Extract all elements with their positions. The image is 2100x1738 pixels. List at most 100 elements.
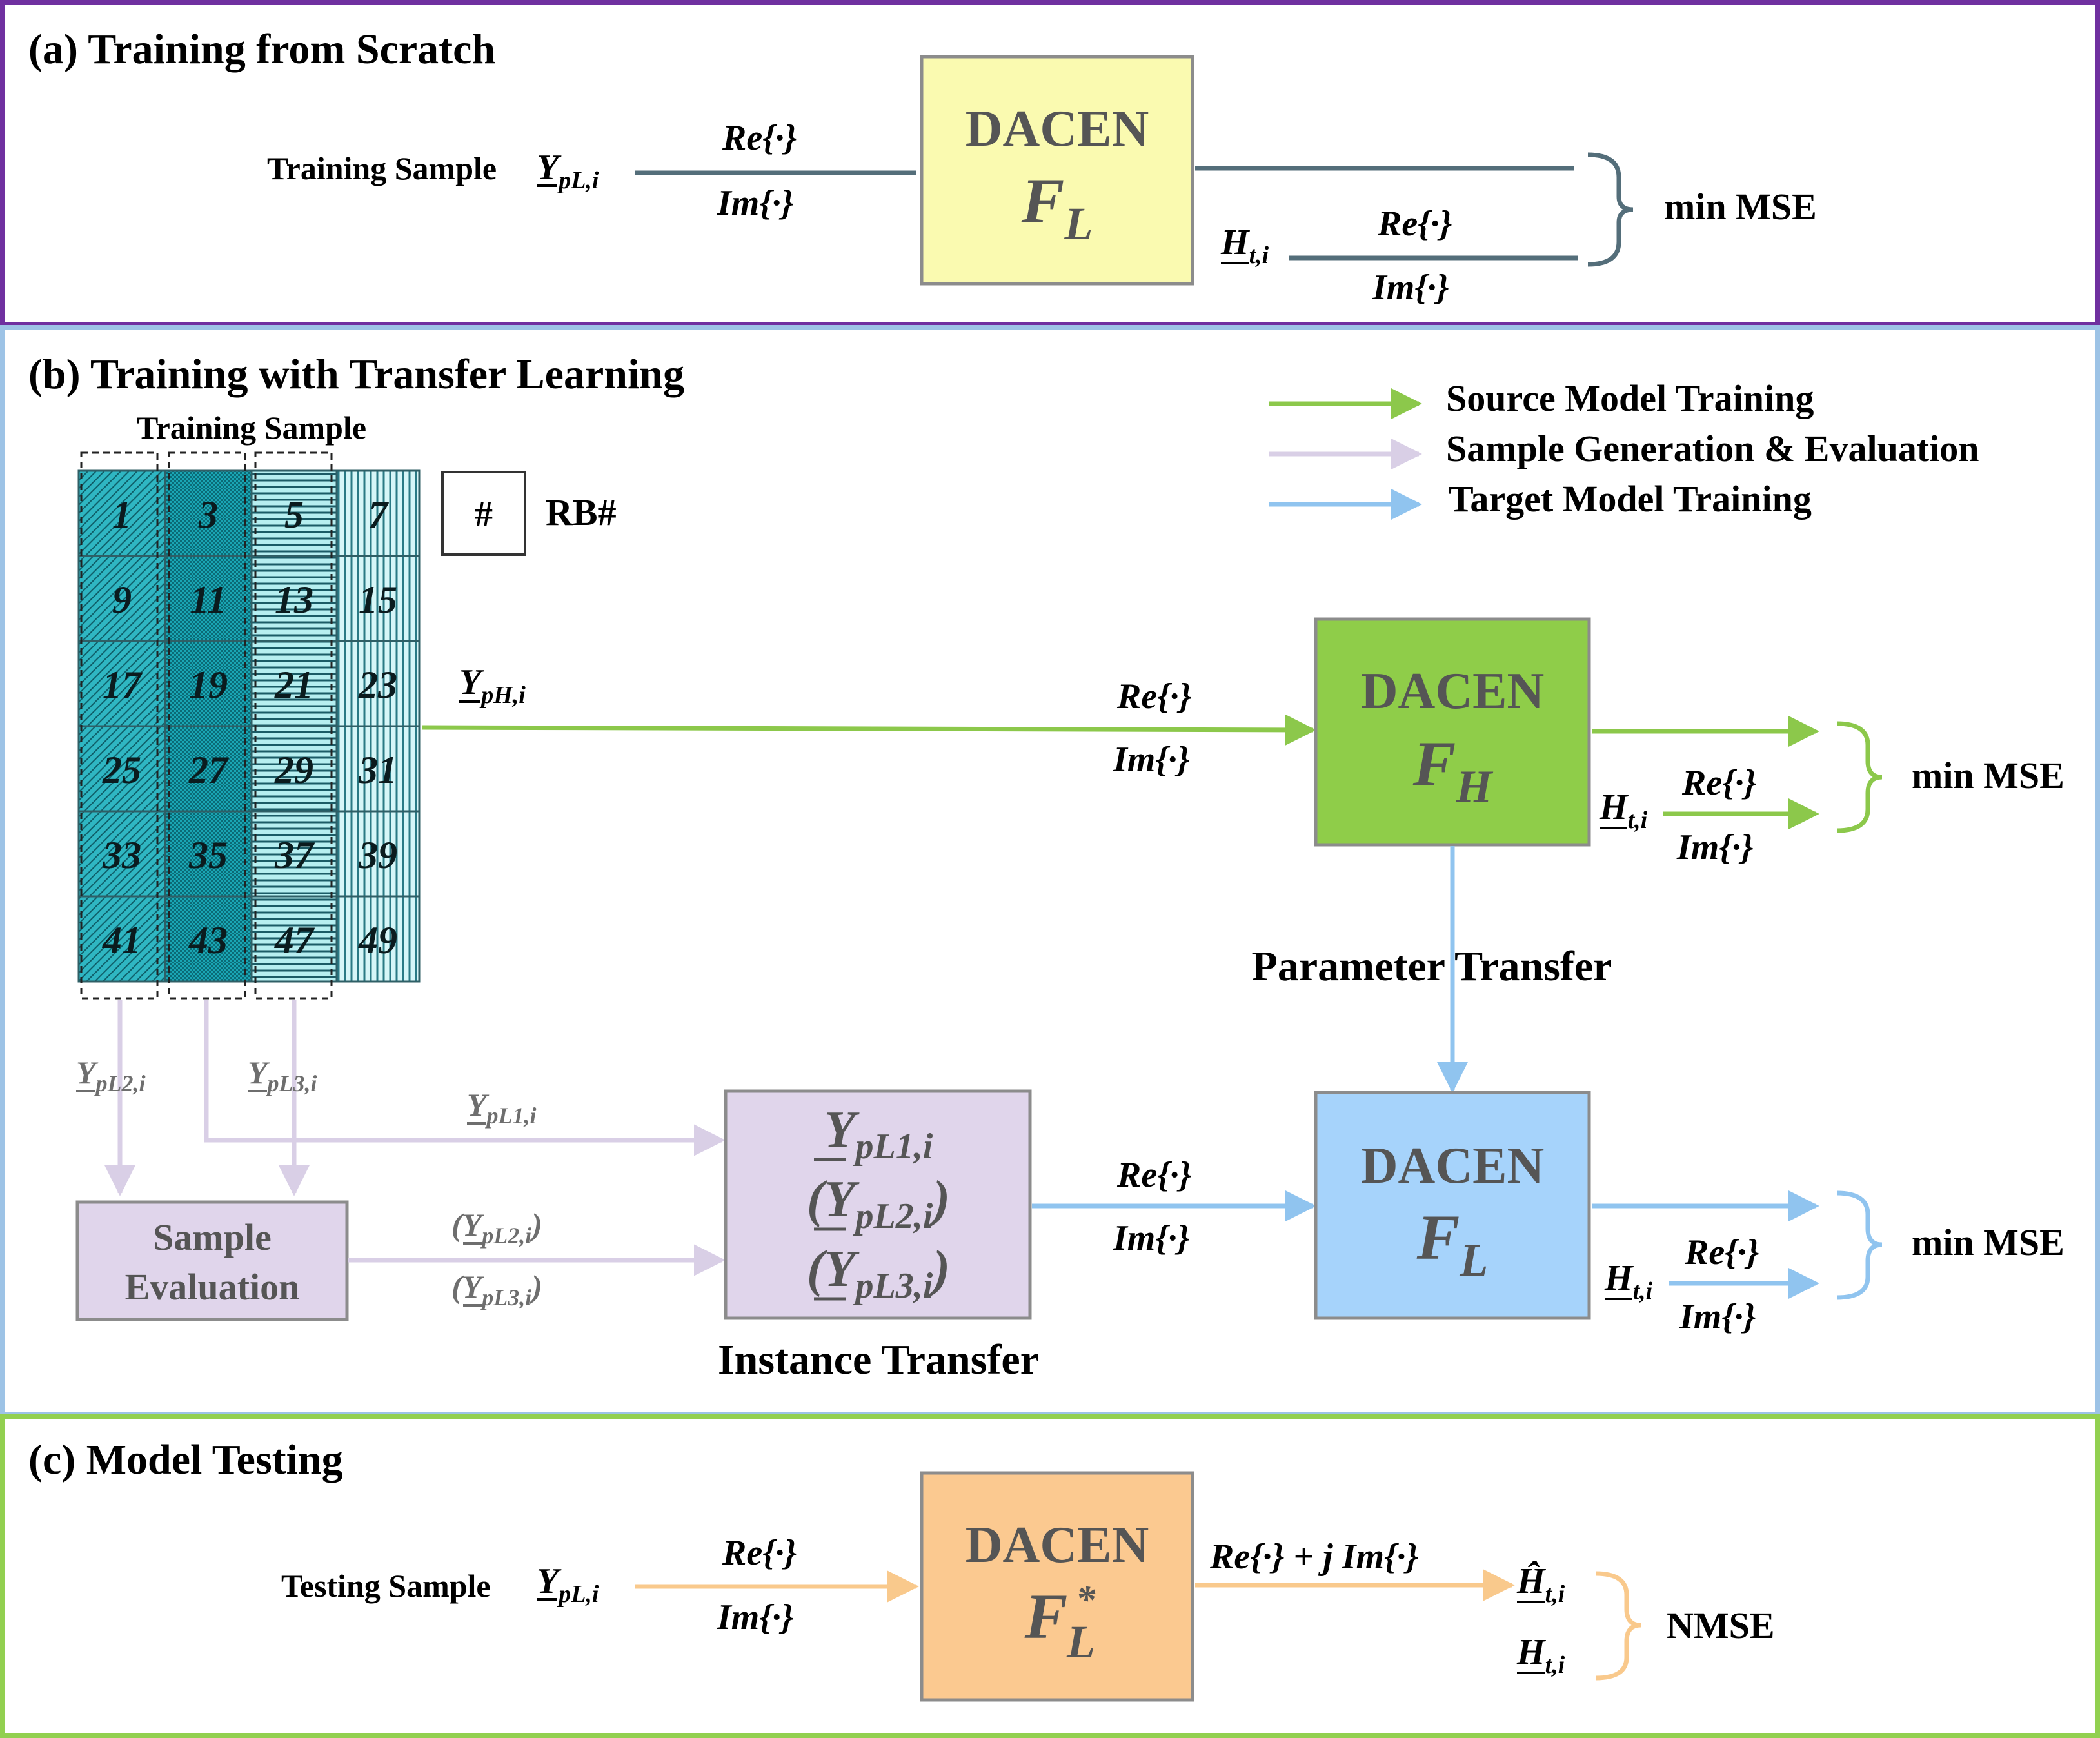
y-pl2-label: YpL2,i <box>76 1054 146 1096</box>
target-var-b1: Ht,i <box>1599 787 1648 834</box>
rb-1: 1 <box>112 493 132 536</box>
dacen-fl-box-b <box>1314 1091 1591 1320</box>
fl-label-b: FL <box>1416 1201 1489 1286</box>
est-var-c: Ĥt,i <box>1516 1561 1565 1608</box>
rb-37: 37 <box>274 834 315 876</box>
rb-23: 23 <box>358 664 397 706</box>
rb-5: 5 <box>284 493 304 536</box>
y-pl3-label: YpL3,i <box>248 1054 317 1096</box>
re-source-input: Re{·} <box>1116 676 1191 716</box>
rb-35: 35 <box>188 834 228 876</box>
rb-21: 21 <box>274 664 313 706</box>
rb-39: 39 <box>358 834 397 876</box>
rb-3: 3 <box>198 493 218 536</box>
dacen-label-a: DACEN <box>966 101 1149 157</box>
rb-29: 29 <box>274 749 313 791</box>
rb-27: 27 <box>188 749 229 791</box>
rb-33: 33 <box>102 834 141 876</box>
im-instance: Im{·} <box>1113 1218 1189 1258</box>
dacen-label-fl-b: DACEN <box>1361 1138 1544 1194</box>
dacen-fh-box <box>1314 617 1591 847</box>
rb-25: 25 <box>102 749 141 791</box>
grid-lines <box>77 469 421 983</box>
legend-label-source: Source Model Training <box>1446 377 1814 419</box>
rb-key-symbol: # <box>475 495 493 535</box>
im-c-input: Im{·} <box>717 1597 793 1637</box>
target-var-a: Ht,i <box>1220 222 1269 269</box>
input-var-c: YpL,i <box>537 1561 599 1608</box>
section-a-title: (a) Training from Scratch <box>28 26 495 73</box>
arrow-col2-to-instance <box>204 1000 726 1156</box>
y-pl1-label: YpL1,i <box>467 1087 537 1129</box>
resource-block-grid: 1 3 5 7 9 11 13 15 17 19 21 23 25 27 29 … <box>77 451 421 1000</box>
loss-label-c: NMSE <box>1667 1605 1775 1646</box>
arrow-source-input <box>421 714 1316 746</box>
fl-star-label: F <box>1024 1581 1068 1652</box>
dacen-label-fh: DACEN <box>1361 663 1544 720</box>
section-a: Training Sample YpL,i Re{·} Im{·} DACEN … <box>267 55 1817 308</box>
im-a-target: Im{·} <box>1372 268 1449 308</box>
instance-box <box>724 1089 1032 1320</box>
input-sub-a: pL,i <box>557 167 599 194</box>
dacen-fl-star-box <box>920 1471 1194 1702</box>
section-c-title: (c) Model Testing <box>28 1436 343 1483</box>
sample-evaluation-box <box>75 1200 349 1321</box>
fl-star-sub: L <box>1066 1616 1095 1668</box>
rb-key-box <box>441 471 526 556</box>
rb-41: 41 <box>102 919 141 962</box>
target-var-c: Ht,i <box>1516 1632 1565 1679</box>
fl-star-sup: * <box>1076 1578 1096 1621</box>
loss-label-a: min MSE <box>1664 186 1817 228</box>
section-c-frame <box>0 1414 2100 1738</box>
re-a-input: Re{·} <box>722 118 797 158</box>
rb-19: 19 <box>189 664 228 706</box>
im-a-input: Im{·} <box>717 183 793 223</box>
training-sample-label: Training Sample <box>267 150 497 186</box>
instance-row-1: YpL1,i <box>824 1101 933 1167</box>
re-a-target: Re{·} <box>1377 204 1452 244</box>
instance-transfer-label: Instance Transfer <box>718 1336 1039 1383</box>
re-fh-target: Re{·} <box>1681 763 1756 803</box>
loss-label-b2: min MSE <box>1912 1221 2065 1263</box>
rb-7: 7 <box>368 493 389 536</box>
im-fh-target: Im{·} <box>1676 827 1753 867</box>
rb-49: 49 <box>358 919 397 962</box>
rb-9: 9 <box>112 578 132 621</box>
grid-title: Training Sample <box>137 410 366 446</box>
im-source-input: Im{·} <box>1113 740 1189 780</box>
legend-label-sample: Sample Generation & Evaluation <box>1446 428 1979 469</box>
section-b-title: (b) Training with Transfer Learning <box>28 351 684 398</box>
fl-label-a: FL <box>1021 165 1093 250</box>
parameter-transfer-label: Parameter Transfer <box>1252 943 1612 990</box>
legend-label-target: Target Model Training <box>1449 478 1812 520</box>
rb-11: 11 <box>190 578 227 621</box>
brace-b2 <box>1836 1190 1883 1300</box>
im-fl-target-b: Im{·} <box>1679 1297 1756 1337</box>
sample-evaluation-line2: Evaluation <box>125 1266 300 1308</box>
re-instance: Re{·} <box>1116 1155 1191 1195</box>
dacen-fl-box-a <box>920 55 1194 286</box>
selection-col-1 <box>80 451 159 1000</box>
target-var-b2: Ht,i <box>1604 1258 1653 1305</box>
rb-43: 43 <box>188 919 228 962</box>
rb-47: 47 <box>274 919 315 962</box>
sample-evaluation-line1: Sample <box>153 1216 272 1258</box>
section-c: Testing Sample YpL,i Re{·} Im{·} DACEN F… <box>281 1471 1775 1702</box>
input-var-a: YpL,i <box>537 148 599 194</box>
rb-15: 15 <box>359 578 397 621</box>
selection-col-3 <box>254 451 333 1000</box>
source-input-var: YpH,i <box>459 662 526 709</box>
dacen-label-c: DACEN <box>966 1517 1149 1574</box>
rb-17: 17 <box>103 664 143 706</box>
selection-col-2 <box>168 451 246 1000</box>
loss-label-b1: min MSE <box>1912 755 2065 796</box>
rb-13: 13 <box>275 578 313 621</box>
rb-key-label: RB# <box>546 491 617 533</box>
rb-31: 31 <box>358 749 397 791</box>
re-fl-target-b: Re{·} <box>1684 1232 1759 1272</box>
brace-c <box>1595 1571 1641 1681</box>
legend: Source Model Training Sample Generation … <box>1269 377 1979 520</box>
brace-a <box>1587 152 1634 267</box>
